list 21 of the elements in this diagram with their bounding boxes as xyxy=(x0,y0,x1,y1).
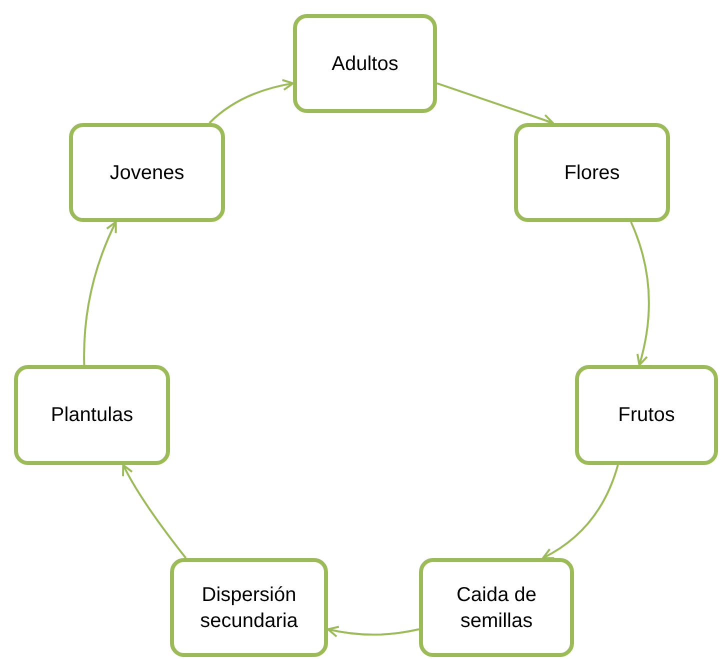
stage-box xyxy=(69,123,225,222)
arrow xyxy=(122,464,187,559)
stage-box xyxy=(514,123,670,222)
stage-label: Flores xyxy=(564,160,620,186)
stage-box xyxy=(170,558,328,657)
arrow xyxy=(436,82,554,126)
arrow xyxy=(542,464,619,559)
stage-box xyxy=(419,558,574,657)
stage-box xyxy=(293,14,437,113)
stage-box xyxy=(14,365,170,465)
stage-label: Plantulas xyxy=(50,403,134,428)
arrow xyxy=(327,626,420,638)
stage-label: Adultos xyxy=(332,52,398,76)
arrow xyxy=(208,79,294,124)
stage-label: Frutos xyxy=(618,403,675,428)
stage-label: Caida de semillas xyxy=(455,582,538,634)
arrow xyxy=(630,222,650,366)
stage-label: Jovenes xyxy=(110,160,184,186)
arrow xyxy=(83,221,118,365)
stage-label: Dispersión secundaria xyxy=(199,582,299,634)
stage-box xyxy=(575,365,718,465)
